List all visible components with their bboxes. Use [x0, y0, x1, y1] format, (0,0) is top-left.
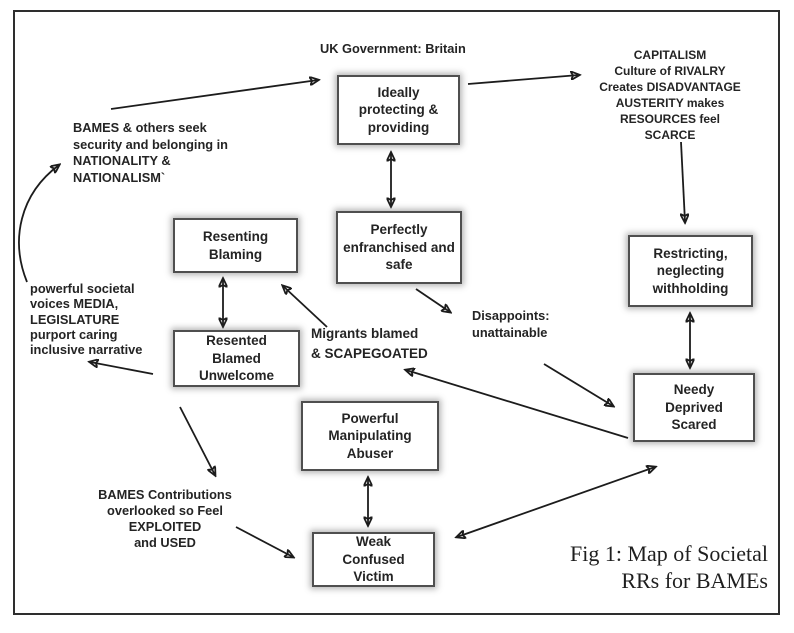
box-restricting-neglecting: Restricting, neglecting withholding — [628, 235, 753, 307]
label-societal-voices: powerful societal voices MEDIA, LEGISLAT… — [30, 281, 143, 358]
arrow-needy-to-scapegoated — [406, 370, 629, 439]
arrow-disappoints-to-needy — [543, 363, 613, 406]
arrow-capitalism-to-restricting — [681, 141, 685, 222]
label-bames-contributions: BAMES Contributions overlooked so Feel E… — [98, 487, 232, 550]
box-resenting-blaming: Resenting Blaming — [173, 218, 298, 273]
arrow-voices-to-bames — [18, 165, 59, 283]
arrow-perfectly-to-disappoints — [415, 288, 450, 312]
label-migrants-scapegoated: Migrants blamed & SCAPEGOATED — [311, 326, 428, 361]
box-ideally-protecting: Ideally protecting & providing — [337, 75, 460, 145]
box-powerful-abuser: Powerful Manipulating Abuser — [301, 401, 439, 471]
arrow-migrants-to-resenting — [283, 286, 328, 328]
label-uk-government: UK Government: Britain — [320, 41, 466, 56]
label-disappoints: Disappoints: unattainable — [472, 308, 550, 340]
arrow-ideally-to-capitalism — [467, 75, 579, 85]
box-weak-victim: Weak Confused Victim — [312, 532, 435, 587]
label-bames-seek: BAMES & others seek security and belongi… — [73, 120, 228, 185]
box-needy-deprived: Needy Deprived Scared — [633, 373, 755, 442]
arrow-resented-to-voices — [90, 362, 154, 375]
label-capitalism: CAPITALISM Culture of RIVALRY Creates DI… — [599, 48, 741, 142]
arrow-resented-to-contributions — [179, 406, 215, 475]
figure-caption: Fig 1: Map of Societal RRs for BAMEs — [570, 541, 768, 593]
arrow-weak-needy — [457, 467, 655, 537]
arrow-bames-to-ideally — [110, 80, 318, 110]
arrow-contributions-to-weak — [235, 526, 293, 557]
box-resented-blamed: Resented Blamed Unwelcome — [173, 330, 300, 387]
box-perfectly-enfranchised: Perfectly enfranchised and safe — [336, 211, 462, 284]
